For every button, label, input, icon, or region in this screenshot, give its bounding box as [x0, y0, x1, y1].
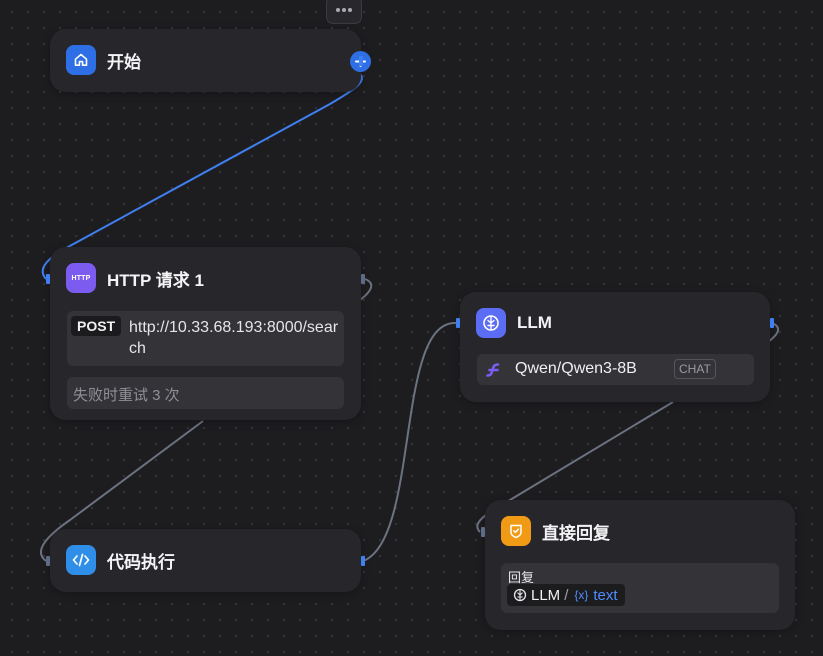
reply-variable-chip[interactable]: LLM / {x} text	[507, 584, 625, 606]
node-code-title: 代码执行	[107, 552, 175, 572]
llm-model-selector[interactable]: Qwen/Qwen3-8B CHAT	[477, 354, 754, 385]
variable-icon: {x}	[574, 588, 589, 602]
node-code[interactable]: 代码执行	[50, 529, 361, 592]
http-output-handle[interactable]	[361, 274, 365, 284]
reply-content-box: 回复 LLM / {x} text	[501, 563, 779, 613]
reply-var-separator: /	[564, 586, 569, 604]
http-url: http://10.33.68.193:8000/search	[129, 319, 339, 357]
http-method-badge: POST	[71, 316, 122, 336]
node-llm[interactable]: LLM Qwen/Qwen3-8B CHAT	[460, 292, 770, 402]
reply-input-handle[interactable]	[481, 527, 485, 537]
llm-output-handle[interactable]	[770, 318, 774, 328]
edge-http-to-code[interactable]	[40, 278, 373, 562]
code-icon	[66, 545, 96, 575]
brain-icon	[476, 308, 506, 338]
start-output-handle[interactable]	[359, 56, 363, 66]
http-retry-text: 失败时重试 3 次	[73, 387, 180, 404]
http-icon: HTTP	[66, 263, 96, 293]
brain-icon	[513, 588, 527, 602]
node-start[interactable]: 开始	[50, 29, 361, 92]
node-http-title: HTTP 请求 1	[107, 270, 204, 290]
reply-var-source: LLM	[531, 586, 561, 604]
edge-code-to-llm[interactable]	[362, 321, 457, 562]
code-input-handle[interactable]	[46, 556, 50, 566]
node-direct-reply[interactable]: 直接回复 回复 LLM / {x} text	[485, 500, 795, 630]
node-start-title: 开始	[107, 52, 141, 72]
llm-model-type-badge: CHAT	[674, 359, 716, 379]
reply-label: 回复	[508, 570, 535, 585]
reply-shield-icon	[501, 516, 531, 546]
code-output-handle[interactable]	[361, 556, 365, 566]
llm-model-name: Qwen/Qwen3-8B	[515, 360, 637, 377]
http-retry-box: 失败时重试 3 次	[67, 377, 344, 409]
home-icon	[66, 45, 96, 75]
provider-logo-icon	[486, 363, 500, 377]
more-dots-icon	[336, 8, 352, 12]
http-request-box: POST http://10.33.68.193:8000/search	[67, 311, 344, 366]
node-http-request[interactable]: HTTP HTTP 请求 1 POST http://10.33.68.193:…	[50, 247, 361, 420]
node-reply-title: 直接回复	[542, 523, 610, 543]
http-input-handle[interactable]	[46, 274, 50, 284]
node-llm-title: LLM	[517, 313, 552, 332]
node-more-button[interactable]	[326, 0, 362, 24]
edge-start-to-http[interactable]	[41, 71, 363, 280]
reply-var-name: text	[593, 586, 618, 604]
llm-input-handle[interactable]	[456, 318, 460, 328]
